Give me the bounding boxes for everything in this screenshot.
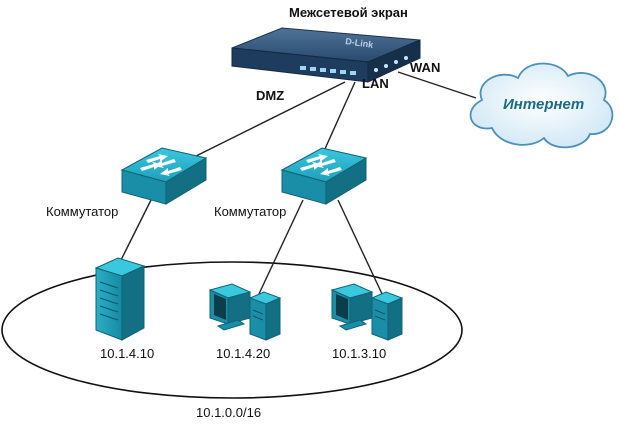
firewall-port-leds: [300, 66, 356, 75]
firewall-brand: D-Link: [345, 36, 375, 50]
subnet-label: 10.1.0.0/16: [196, 405, 262, 420]
port-lan-label: LAN: [362, 76, 389, 91]
workstation-icon: [208, 283, 282, 341]
link-switch2-ws1: [257, 199, 304, 297]
switch-2: [280, 147, 368, 205]
cloud-shape: [469, 62, 614, 149]
link-firewall-internet: [397, 71, 477, 99]
switch-1: [120, 147, 208, 205]
switch-1-label: Коммутатор: [46, 204, 119, 219]
host-ip-label: 10.1.4.10: [100, 346, 155, 361]
link-firewall-switch2: [319, 81, 356, 161]
link-switch1-server: [119, 197, 153, 263]
internet-cloud: [469, 62, 614, 149]
link-firewall-switch1: [187, 81, 346, 161]
switch-1-arrows-icon: [140, 154, 182, 176]
host-ip-label: 10.1.3.10: [332, 346, 387, 361]
firewall-device: D-Link: [231, 27, 421, 83]
switch-2-label: Коммутатор: [214, 204, 287, 219]
port-dmz-label: DMZ: [256, 88, 285, 103]
host-ip-label: 10.1.4.20: [216, 346, 271, 361]
link-switch2-ws2: [337, 199, 384, 297]
workstation-icon: [330, 283, 404, 341]
switch-2-arrows-icon: [300, 154, 342, 176]
port-wan-label: WAN: [410, 60, 441, 75]
links: [119, 71, 477, 297]
network-boundary: [1, 261, 463, 399]
firewall-title: Межсетевой экран: [289, 5, 408, 20]
server-icon: [94, 257, 146, 341]
internet-label: Интернет: [503, 96, 585, 113]
